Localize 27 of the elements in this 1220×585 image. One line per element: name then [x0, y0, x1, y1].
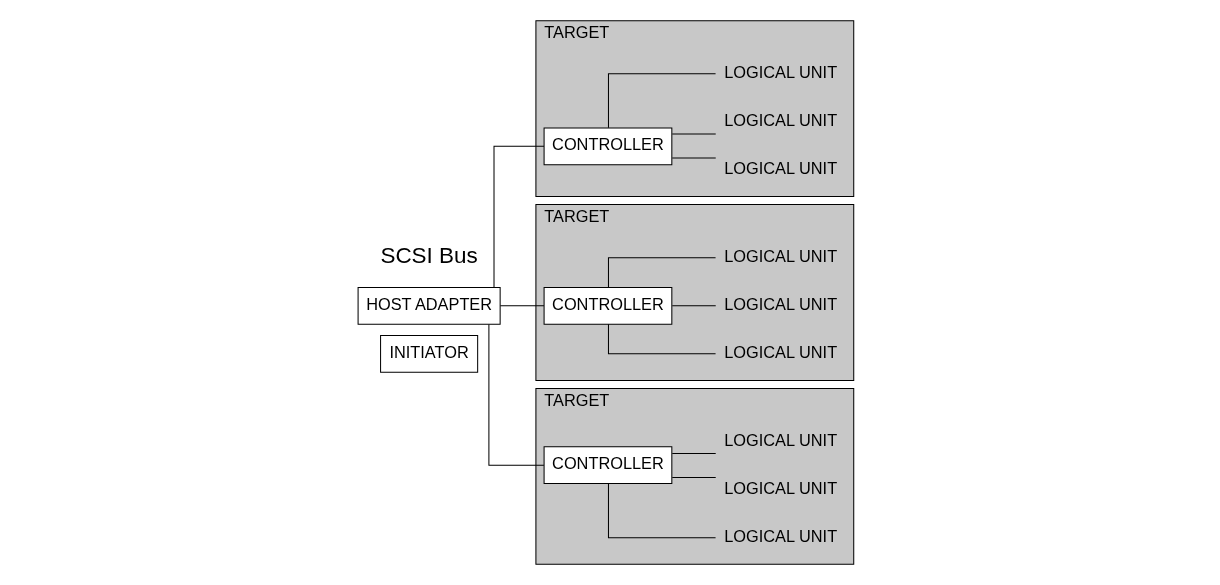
connector: [671, 157, 717, 159]
connector: [607, 257, 717, 288]
node-text: LOGICAL UNIT: [724, 246, 838, 265]
connector: [493, 145, 545, 288]
node-text: LOGICAL UNIT: [724, 62, 838, 81]
node-text: LOGICAL UNIT: [724, 478, 838, 497]
connector: [607, 483, 717, 539]
node-text: LOGICAL UNIT: [724, 158, 838, 177]
node-box: CONTROLLER: [543, 127, 673, 166]
connector: [671, 133, 717, 135]
node-text: LOGICAL UNIT: [724, 342, 838, 361]
connector: [671, 476, 717, 478]
node-text: LOGICAL UNIT: [724, 110, 838, 129]
connector: [671, 452, 717, 454]
connector: [607, 323, 717, 355]
node-box: HOST ADAPTER: [357, 286, 501, 325]
label: SCSI Bus: [380, 243, 478, 269]
connector: [499, 305, 545, 307]
node-text: LOGICAL UNIT: [724, 526, 838, 545]
node-box: INITIATOR: [380, 334, 479, 373]
connector: [488, 323, 545, 466]
connector: [607, 73, 717, 129]
node-box: CONTROLLER: [543, 446, 673, 485]
node-text: LOGICAL UNIT: [724, 294, 838, 313]
node-text: LOGICAL UNIT: [724, 430, 838, 449]
connector: [671, 305, 717, 307]
node-box: CONTROLLER: [543, 286, 673, 325]
